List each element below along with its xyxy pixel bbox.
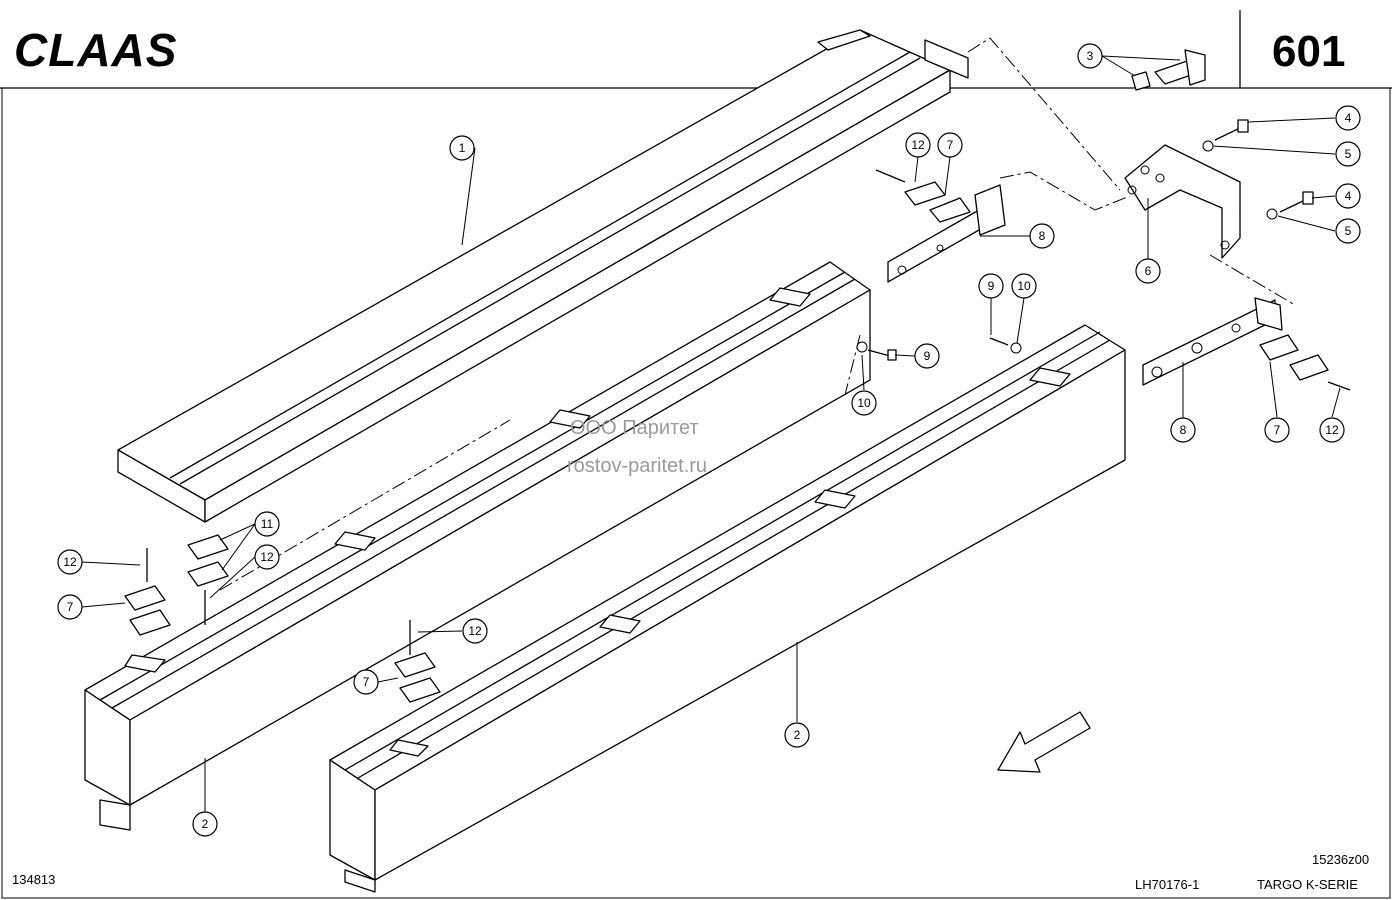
callout-10-middle: 10 (851, 390, 877, 416)
svg-text:3: 3 (1087, 49, 1094, 63)
callout-12-top: 12 (905, 132, 931, 158)
part-9-bolt-right (989, 337, 1022, 354)
svg-text:12: 12 (911, 138, 925, 152)
part-8-bracket-lower (1142, 297, 1283, 386)
svg-text:10: 10 (1017, 279, 1031, 293)
callout-9-middle: 9 (914, 343, 940, 369)
svg-text:7: 7 (363, 675, 370, 689)
part-4-bolt-lower (1266, 191, 1314, 220)
callout-2-right: 2 (784, 722, 810, 748)
callout-9-right: 9 (978, 273, 1004, 299)
callout-12-left: 12 (57, 549, 83, 575)
svg-text:4: 4 (1345, 189, 1352, 203)
svg-text:8: 8 (1039, 229, 1046, 243)
leader-lines (81, 55, 1341, 812)
svg-text:8: 8 (1180, 423, 1187, 437)
callout-7-left: 7 (57, 594, 83, 620)
footer-drawing-code: 15236z00 (1312, 852, 1369, 867)
callout-2-left: 2 (192, 811, 218, 837)
svg-text:7: 7 (67, 600, 74, 614)
svg-text:12: 12 (260, 550, 274, 564)
callout-5-upper: 5 (1335, 141, 1361, 167)
callout-12-center: 12 (462, 618, 488, 644)
callout-7-center: 7 (353, 669, 379, 695)
callout-1: 1 (449, 135, 475, 161)
watermark-company: ООО Паритет (570, 417, 699, 439)
footer-series: TARGO K-SERIE (1257, 877, 1358, 892)
callout-7-top: 7 (937, 132, 963, 158)
part-2-channel-right (329, 324, 1126, 893)
svg-text:2: 2 (794, 728, 801, 742)
callout-6: 6 (1135, 258, 1161, 284)
svg-text:9: 9 (924, 349, 931, 363)
part-7-clamp-top (904, 181, 971, 223)
part-2-channel-left (84, 261, 871, 831)
svg-text:9: 9 (988, 279, 995, 293)
part-4-bolt-upper (1202, 119, 1249, 152)
drawing-frame (1, 87, 1391, 899)
footer-doc-ref: LH70176-1 (1135, 877, 1199, 892)
callout-10-right: 10 (1011, 273, 1037, 299)
svg-text:12: 12 (468, 624, 482, 638)
svg-text:4: 4 (1345, 111, 1352, 125)
svg-text:12: 12 (1325, 423, 1339, 437)
direction-arrow-icon (997, 711, 1091, 773)
callout-7-right: 7 (1264, 417, 1290, 443)
svg-text:5: 5 (1345, 224, 1352, 238)
part-6-bracket (1124, 144, 1241, 259)
part-3-fitting (1131, 49, 1206, 91)
part-7-clamp-right (1259, 334, 1329, 381)
callout-5-lower: 5 (1335, 218, 1361, 244)
callout-4-lower: 4 (1335, 183, 1361, 209)
part-7-clamp-left (124, 585, 171, 636)
callout-12-right: 12 (1319, 417, 1345, 443)
watermark-url: rostov-paritet.ru (567, 455, 707, 477)
svg-text:7: 7 (1274, 423, 1281, 437)
part-7-clamp-center (394, 652, 441, 703)
callout-11: 11 (254, 511, 280, 537)
svg-text:11: 11 (261, 517, 274, 531)
callout-8-upper: 8 (1029, 223, 1055, 249)
svg-text:2: 2 (202, 817, 209, 831)
svg-text:1: 1 (459, 141, 466, 155)
page-number: 601 (1272, 27, 1345, 76)
callout-12-center-left: 12 (254, 544, 280, 570)
svg-text:10: 10 (857, 396, 871, 410)
svg-text:7: 7 (947, 138, 954, 152)
part-8-bracket-upper (887, 184, 1006, 283)
callout-8-lower: 8 (1170, 417, 1196, 443)
footer-left-code: 134813 (12, 872, 55, 887)
svg-text:12: 12 (63, 555, 77, 569)
svg-text:5: 5 (1345, 147, 1352, 161)
svg-text:6: 6 (1145, 264, 1152, 278)
part-1-channel (117, 29, 969, 523)
brand-logo-text: CLAAS (14, 24, 177, 76)
callout-4-upper: 4 (1335, 105, 1361, 131)
callout-3: 3 (1077, 43, 1103, 69)
part-12-screws (146, 169, 1351, 655)
part-11-clamp (187, 534, 229, 587)
